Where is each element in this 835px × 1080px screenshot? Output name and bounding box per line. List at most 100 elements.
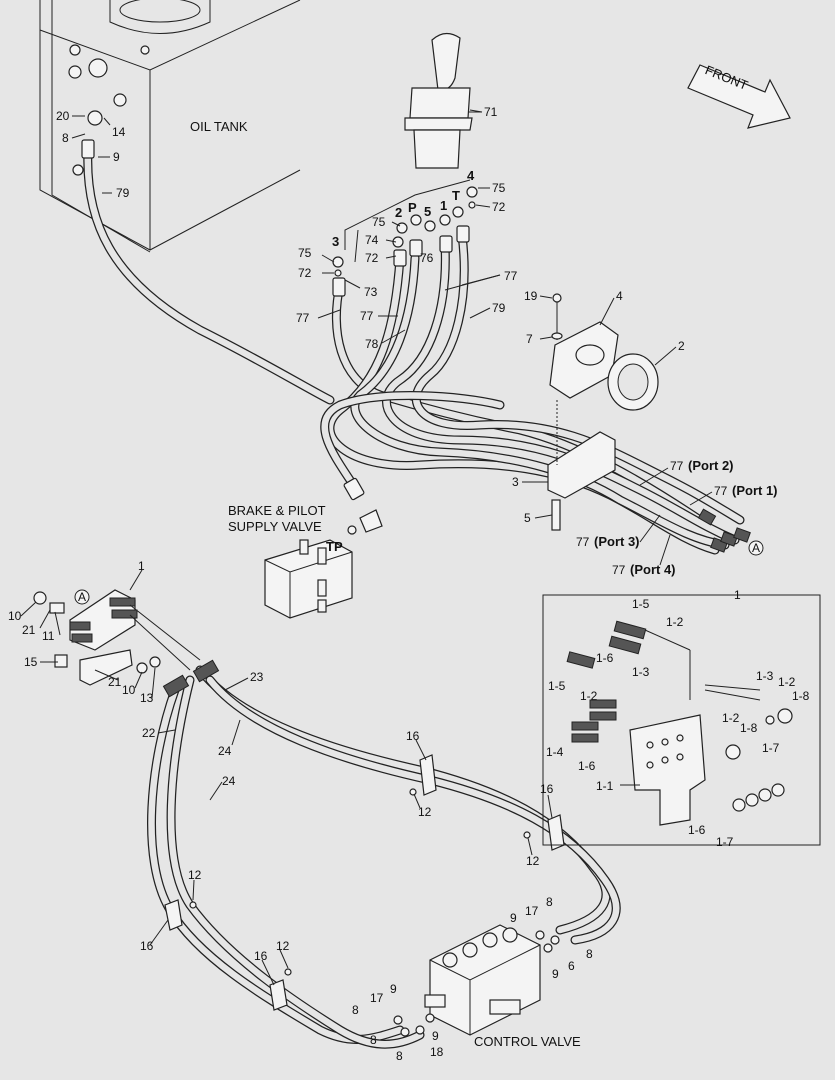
callout-72: 72 xyxy=(365,251,379,265)
callout-8: 8 xyxy=(396,1049,403,1063)
callout-17: 17 xyxy=(525,904,539,918)
callout-1-8: 1-8 xyxy=(740,721,758,735)
callout-18: 18 xyxy=(430,1045,444,1059)
callout-1-1: 1-1 xyxy=(596,779,614,793)
callout-11: 11 xyxy=(42,629,55,643)
callout-16: 16 xyxy=(140,939,154,953)
callout-24: 24 xyxy=(222,774,236,788)
callout-10: 10 xyxy=(122,683,136,697)
callout-4: 4 xyxy=(616,289,623,303)
ref-marker-A: A xyxy=(752,541,760,555)
callout-73: 73 xyxy=(364,285,378,299)
callout-1-2: 1-2 xyxy=(722,711,740,725)
callout-12: 12 xyxy=(418,805,432,819)
callout-21: 21 xyxy=(108,675,122,689)
pilot-hoses xyxy=(81,139,751,555)
port-label-TP: TP xyxy=(326,539,343,554)
callout-77: 77 xyxy=(360,309,374,323)
callout-9: 9 xyxy=(552,967,559,981)
callout-76: 76 xyxy=(420,251,434,265)
callout-72: 72 xyxy=(298,266,312,280)
callout-9: 9 xyxy=(113,150,120,164)
brake-pilot-supply-valve xyxy=(264,509,383,619)
callout-10: 10 xyxy=(8,609,22,623)
callout-20: 20 xyxy=(56,109,70,123)
port-label-T: T xyxy=(452,188,460,203)
callout-17: 17 xyxy=(370,991,384,1005)
port-label-P: P xyxy=(408,200,417,215)
port-label-5: 5 xyxy=(424,204,431,219)
callout-16: 16 xyxy=(254,949,268,963)
callout-74: 74 xyxy=(365,233,379,247)
callout-2: 2 xyxy=(678,339,685,353)
joystick-fittings xyxy=(332,179,478,277)
port-label-3: 3 xyxy=(332,234,339,249)
callout-1-6: 1-6 xyxy=(688,823,706,837)
callout-12: 12 xyxy=(526,854,540,868)
callout-77-port2: 77 xyxy=(670,459,684,473)
callout-1-5: 1-5 xyxy=(548,679,566,693)
callout-77-port4: 77 xyxy=(612,563,626,577)
callout-1: 1 xyxy=(734,588,741,602)
control-valve xyxy=(393,924,560,1037)
callout-75: 75 xyxy=(492,181,506,195)
callout-77-port1: 77 xyxy=(714,484,728,498)
lower-hoses xyxy=(129,604,621,1049)
callout-1-6: 1-6 xyxy=(596,651,614,665)
callout-1-7: 1-7 xyxy=(762,741,780,755)
left-bracket-assembly xyxy=(33,589,161,686)
callout-6: 6 xyxy=(568,959,575,973)
port1-label: (Port 1) xyxy=(732,483,778,498)
callout-79: 79 xyxy=(492,301,506,315)
callout-labels: 71 75 72 75 74 72 76 75 72 73 77 77 78 7… xyxy=(8,105,810,1063)
callout-1-7: 1-7 xyxy=(716,835,734,849)
callout-9: 9 xyxy=(390,982,397,996)
port2-label: (Port 2) xyxy=(688,458,734,473)
callout-15: 15 xyxy=(24,655,38,669)
brake-valve-caption-2: SUPPLY VALVE xyxy=(228,519,322,534)
callout-14: 14 xyxy=(112,125,126,139)
callout-9: 9 xyxy=(432,1029,439,1043)
callout-1-6: 1-6 xyxy=(578,759,596,773)
callout-19: 19 xyxy=(524,289,538,303)
port-label-4: 4 xyxy=(467,168,475,183)
callout-1: 1 xyxy=(138,559,145,573)
callout-8: 8 xyxy=(586,947,593,961)
callout-1-4: 1-4 xyxy=(546,745,564,759)
callout-24: 24 xyxy=(218,744,232,758)
callout-77: 77 xyxy=(504,269,518,283)
callout-8: 8 xyxy=(352,1003,359,1017)
callout-1-3: 1-3 xyxy=(632,665,650,679)
leader-lines xyxy=(20,111,760,986)
port-label-2: 2 xyxy=(395,205,402,220)
callout-1-3: 1-3 xyxy=(756,669,774,683)
joystick xyxy=(404,32,483,169)
callout-72: 72 xyxy=(492,200,506,214)
callout-12: 12 xyxy=(188,868,202,882)
callout-1-8: 1-8 xyxy=(792,689,810,703)
callout-5: 5 xyxy=(524,511,531,525)
callout-77-port3: 77 xyxy=(576,535,590,549)
callout-16: 16 xyxy=(540,782,554,796)
callout-71: 71 xyxy=(484,105,498,119)
callout-16: 16 xyxy=(406,729,420,743)
port3-label: (Port 3) xyxy=(594,534,640,549)
callout-8: 8 xyxy=(370,1033,377,1047)
callout-8: 8 xyxy=(546,895,553,909)
clamp-parts xyxy=(547,293,659,531)
callout-23: 23 xyxy=(250,670,264,684)
callout-22: 22 xyxy=(142,726,156,740)
ref-marker-A: A xyxy=(78,590,86,604)
callout-9: 9 xyxy=(510,911,517,925)
port-label-1: 1 xyxy=(440,198,447,213)
brake-valve-caption-1: BRAKE & PILOT xyxy=(228,503,326,518)
callout-75: 75 xyxy=(372,215,386,229)
callout-75: 75 xyxy=(298,246,312,260)
callout-77: 77 xyxy=(296,311,310,325)
callout-79: 79 xyxy=(116,186,130,200)
callout-13: 13 xyxy=(140,691,154,705)
callout-3: 3 xyxy=(512,475,519,489)
oil-tank-caption: OIL TANK xyxy=(190,119,248,134)
callout-21: 21 xyxy=(22,623,36,637)
